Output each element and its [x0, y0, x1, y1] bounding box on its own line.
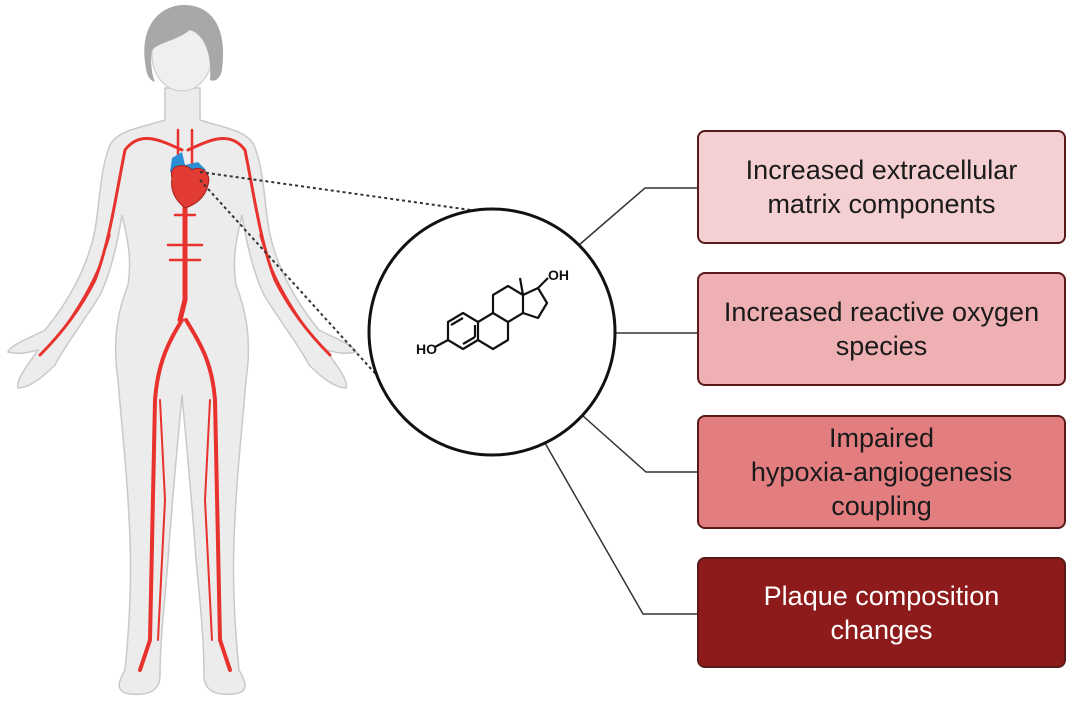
hydroxyl-right-label: OH: [548, 267, 569, 283]
human-body-illustration: [7, 5, 357, 696]
hydroxyl-left-label: HO: [416, 341, 437, 357]
connector-1: [578, 187, 698, 246]
effect-label: Plaque composition changes: [763, 580, 1000, 645]
effect-box-plaque-composition: Plaque composition changes: [697, 557, 1066, 668]
effect-box-extracellular-matrix: Increased extracellular matrix component…: [697, 130, 1066, 244]
effect-label: Increased reactive oxygen species: [723, 297, 1040, 361]
heart-icon: [170, 152, 210, 209]
molecule-zoom-circle: [367, 207, 617, 457]
body-silhouette: [7, 87, 357, 696]
effect-label: Impaired hypoxia-angiogenesis coupling: [750, 423, 1013, 521]
effect-box-hypoxia-angiogenesis: Impaired hypoxia-angiogenesis coupling: [697, 415, 1066, 529]
effect-label: Increased extracellular matrix component…: [745, 155, 1018, 219]
zoom-line-top: [199, 171, 493, 214]
connector-3: [582, 415, 698, 473]
connector-lines: [544, 187, 698, 615]
connector-4: [544, 442, 698, 615]
effect-box-reactive-oxygen-species: Increased reactive oxygen species: [697, 272, 1066, 386]
estradiol-structure-icon: [434, 277, 549, 351]
hair: [144, 5, 224, 82]
